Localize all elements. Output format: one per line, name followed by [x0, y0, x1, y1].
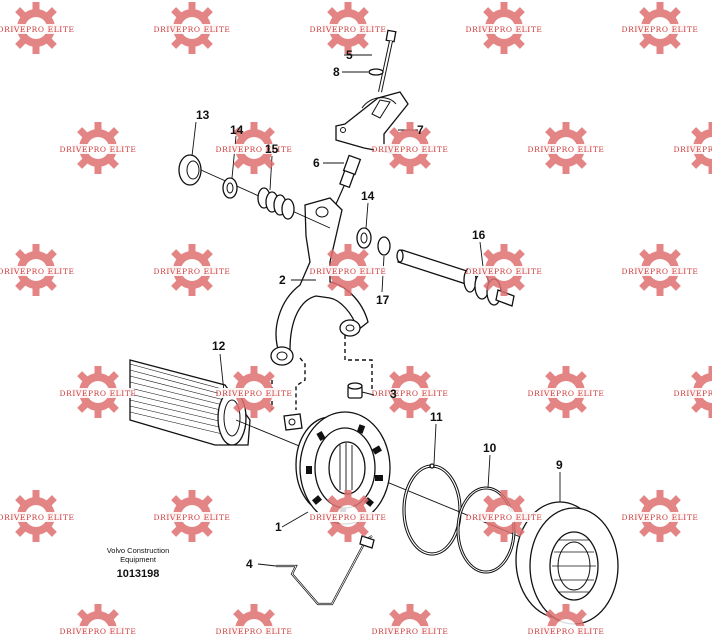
watermark-text: DRIVEPRO ELITE [0, 25, 75, 34]
callout-14: 14 [230, 123, 244, 137]
callout-6: 6 [313, 156, 320, 170]
callout-17: 17 [376, 293, 390, 307]
watermark-stamp: DRIVEPRO ELITE [371, 366, 448, 418]
watermark-stamp: DRIVEPRO ELITE [621, 244, 698, 296]
watermark-text: DRIVEPRO ELITE [215, 145, 292, 154]
watermark-text: DRIVEPRO ELITE [153, 513, 230, 522]
watermark-text: DRIVEPRO ELITE [621, 267, 698, 276]
watermark-stamp: DRIVEPRO ELITE [621, 2, 698, 54]
watermark-text: DRIVEPRO ELITE [465, 513, 542, 522]
watermark-stamp: DRIVEPRO ELITE [215, 604, 292, 634]
callout-labels: 13 14 15 5 8 7 6 14 16 2 17 12 3 11 10 9… [196, 48, 563, 571]
watermark-text: DRIVEPRO ELITE [527, 389, 604, 398]
watermark-stamp: DRIVEPRO ELITE [527, 604, 604, 634]
callout-15: 15 [265, 142, 279, 156]
fork-pad-part [283, 413, 303, 431]
watermark-text: DRIVEPRO ELITE [527, 145, 604, 154]
detent-pin-part [347, 382, 379, 399]
watermark-stamp: DRIVEPRO ELITE [0, 490, 75, 542]
bolt-part [378, 29, 397, 93]
watermark-stamp: DRIVEPRO ELITE [527, 366, 604, 418]
callout-2: 2 [279, 273, 286, 287]
watermark-stamp: DRIVEPRO ELITE [0, 2, 75, 54]
callout-16: 16 [472, 228, 486, 242]
watermark-text: DRIVEPRO ELITE [153, 267, 230, 276]
wire-clip-part [276, 535, 375, 606]
watermark-text: DRIVEPRO ELITE [371, 145, 448, 154]
watermark-stamp: DRIVEPRO ELITE [673, 122, 712, 174]
watermark-stamp: DRIVEPRO ELITE [465, 244, 542, 296]
shift-fork-part [270, 197, 373, 410]
watermark-text: DRIVEPRO ELITE [527, 627, 604, 634]
leader-lines [191, 54, 561, 567]
callout-13: 13 [196, 108, 210, 122]
lock-washer-part [368, 68, 384, 76]
drawing-number: 1013198 [117, 568, 160, 580]
callout-10: 10 [483, 441, 497, 455]
watermark-stamp: DRIVEPRO ELITE [309, 244, 386, 296]
watermark-text: DRIVEPRO ELITE [0, 513, 75, 522]
watermark-text: DRIVEPRO ELITE [59, 627, 136, 634]
callout-4: 4 [246, 557, 253, 571]
spring-part [257, 187, 295, 220]
callout-3: 3 [390, 387, 397, 401]
watermark-text: DRIVEPRO ELITE [309, 267, 386, 276]
watermark-text: DRIVEPRO ELITE [215, 389, 292, 398]
watermark-text: DRIVEPRO ELITE [153, 25, 230, 34]
watermark-text: DRIVEPRO ELITE [673, 145, 712, 154]
callout-9: 9 [556, 458, 563, 472]
watermark-stamp: DRIVEPRO ELITE [153, 2, 230, 54]
watermark-text: DRIVEPRO ELITE [621, 25, 698, 34]
watermark-stamp: DRIVEPRO ELITE [59, 604, 136, 634]
watermark-text: DRIVEPRO ELITE [621, 513, 698, 522]
watermark-text: DRIVEPRO ELITE [465, 267, 542, 276]
callout-7: 7 [417, 123, 424, 137]
watermark-stamp: DRIVEPRO ELITE [309, 2, 386, 54]
watermark-text: DRIVEPRO ELITE [215, 627, 292, 634]
watermark-stamp: DRIVEPRO ELITE [673, 366, 712, 418]
spline-hub-part [515, 501, 619, 625]
watermark-stamp: DRIVEPRO ELITE [153, 244, 230, 296]
washer-part [356, 227, 372, 249]
clutch-sleeve-part [295, 411, 391, 525]
watermark-stamp: DRIVEPRO ELITE [215, 366, 292, 418]
callout-14: 14 [361, 189, 375, 203]
watermark-text: DRIVEPRO ELITE [673, 389, 712, 398]
watermark-stamp: DRIVEPRO ELITE [215, 122, 292, 174]
drawing-caption: Volvo Construction Equipment 1013198 [107, 546, 170, 580]
watermark-text: DRIVEPRO ELITE [59, 145, 136, 154]
watermark-stamp: DRIVEPRO ELITE [0, 244, 75, 296]
callout-8: 8 [333, 65, 340, 79]
watermark-text: DRIVEPRO ELITE [371, 627, 448, 634]
watermark-stamp: DRIVEPRO ELITE [371, 122, 448, 174]
publisher-name: Volvo Construction [107, 546, 170, 555]
watermark-stamp: DRIVEPRO ELITE [527, 122, 604, 174]
watermark-text: DRIVEPRO ELITE [371, 389, 448, 398]
watermark-text: DRIVEPRO ELITE [309, 513, 386, 522]
sensor-part [335, 154, 362, 205]
callout-11: 11 [430, 410, 443, 424]
watermark-text: DRIVEPRO ELITE [465, 25, 542, 34]
watermark-text: DRIVEPRO ELITE [0, 267, 75, 276]
watermark-stamp: DRIVEPRO ELITE [465, 490, 542, 542]
watermark-stamp: DRIVEPRO ELITE [153, 490, 230, 542]
o-ring-part [377, 236, 391, 256]
callout-1: 1 [275, 520, 282, 534]
watermark-text: DRIVEPRO ELITE [59, 389, 136, 398]
watermark-stamp: DRIVEPRO ELITE [371, 604, 448, 634]
watermark-stamp: DRIVEPRO ELITE [59, 366, 136, 418]
watermark-stamp: DRIVEPRO ELITE [621, 490, 698, 542]
watermark-stamp: DRIVEPRO ELITE [59, 122, 136, 174]
callout-12: 12 [212, 339, 226, 353]
washer-part [222, 177, 238, 199]
watermark-stamp: DRIVEPRO ELITE [309, 490, 386, 542]
publisher-subtitle: Equipment [120, 555, 157, 564]
callout-5: 5 [346, 48, 353, 62]
watermark-stamp: DRIVEPRO ELITE [465, 2, 542, 54]
watermark-text: DRIVEPRO ELITE [309, 25, 386, 34]
